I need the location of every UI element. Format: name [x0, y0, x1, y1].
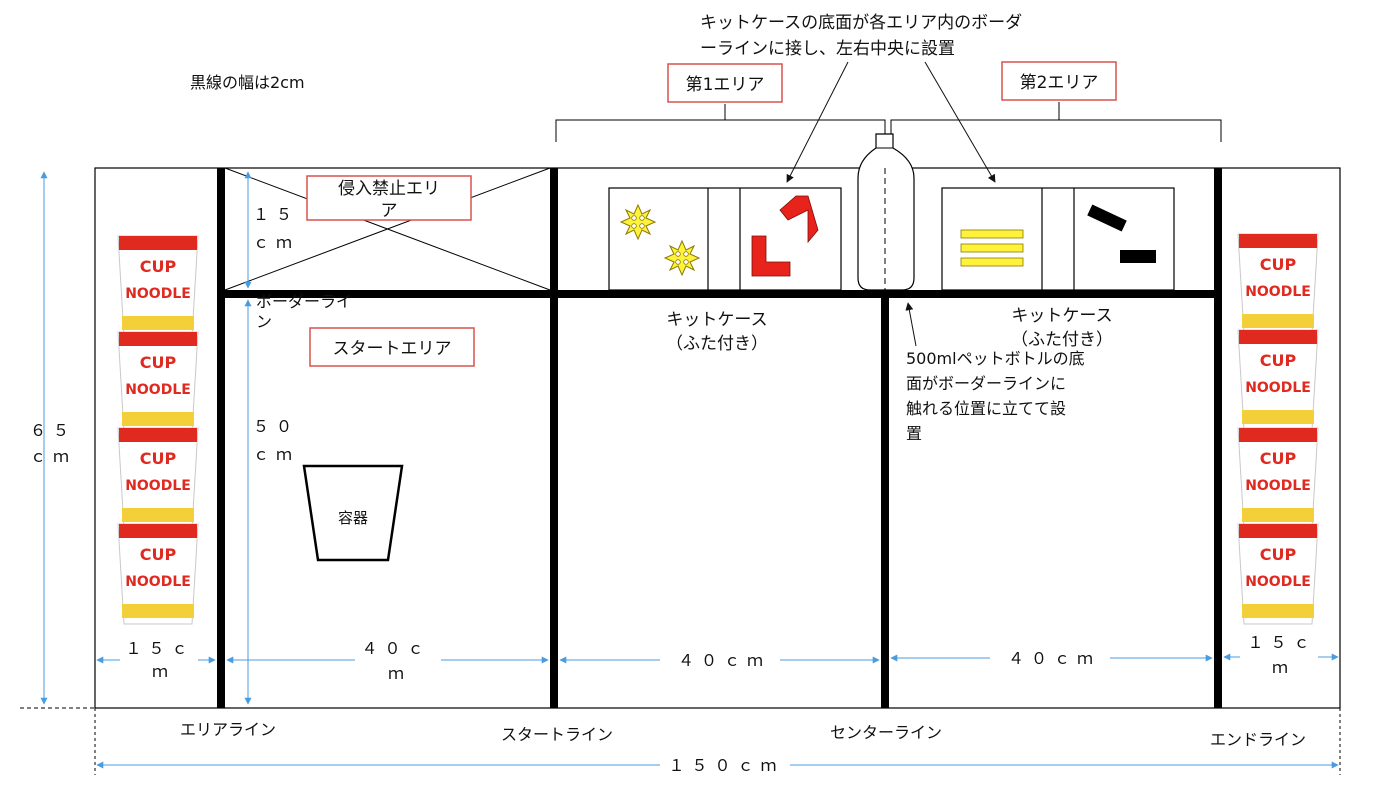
container-label: 容器 — [338, 509, 368, 527]
cup-noodle-right-3 — [1237, 427, 1319, 529]
end-line-label: エンドライン — [1210, 730, 1306, 749]
dimension-40cm-second-bg — [990, 644, 1110, 670]
no-entry-cross-b — [224, 167, 551, 291]
gear-icon — [620, 204, 656, 240]
dimension-40cm-start-bg — [355, 634, 441, 686]
no-entry-area-label-line1: 侵入禁止エリ — [338, 179, 440, 199]
center-line-label: センターライン — [830, 723, 942, 742]
red-l-piece-2 — [779, 195, 819, 244]
no-entry-area-label-line2: ア — [381, 201, 398, 221]
first-area-label-box — [667, 63, 783, 103]
kit-case-2-label-line1: キットケース — [1011, 306, 1112, 326]
dimension-15cm-right-unit: ｍ — [1272, 658, 1288, 677]
bottle-note-line2: 面がボーダーラインに — [906, 374, 1066, 393]
dimension-15cm-top-unit: ｃｍ — [253, 233, 299, 252]
area-line-label: エリアライン — [180, 720, 276, 739]
line-width-note: 黒線の幅は2cm — [190, 73, 305, 92]
second-area-label: 第2エリア — [1020, 73, 1099, 93]
black-bar-1 — [1087, 204, 1127, 232]
yellow-bar-3 — [960, 257, 1024, 267]
second-area-bracket — [890, 119, 1222, 142]
kit-case-1-label-line1: キットケース — [666, 310, 767, 330]
kit-case-note-arrow-2 — [924, 61, 996, 183]
first-area-bracket — [555, 119, 886, 142]
dimension-40cm-start-value: ４０ｃ — [361, 639, 430, 658]
dimension-65cm-value: ６５ — [30, 421, 76, 440]
dimension-40cm-first-bg — [660, 646, 780, 672]
border-line-label-line2: ン — [256, 312, 272, 331]
bottle-note-line1: 500mlペットボトルの底 — [906, 349, 1085, 368]
cup-noodle-left-1 — [117, 235, 199, 337]
cup-noodle-left-3 — [117, 427, 199, 529]
bottle-note-line3: 触れる位置に立てて設 — [906, 399, 1066, 418]
black-bar-2 — [1120, 250, 1156, 263]
yellow-bar-2 — [960, 243, 1024, 253]
dimension-15cm-right-value: １５ｃ — [1247, 633, 1316, 652]
area-line — [217, 168, 225, 708]
dimension-15cm-left-unit: ｍ — [152, 662, 168, 681]
second-area-label-box — [1001, 61, 1117, 101]
bottle-note-line4: 置 — [906, 424, 922, 443]
container-cup — [302, 464, 404, 562]
cup-noodle-right-4 — [1237, 523, 1319, 625]
dimension-40cm-second-value: ４０ｃｍ — [1008, 649, 1100, 668]
start-area-label: スタートエリア — [333, 339, 452, 359]
yellow-bar-1 — [960, 229, 1024, 239]
dimension-15cm-left-bg — [120, 634, 198, 684]
dimension-40cm-start-unit: ｍ — [388, 664, 404, 683]
kit-case-note-line2: ーラインに接し、左右中央に設置 — [700, 39, 955, 59]
dimension-150cm-value: １５０ｃｍ — [668, 756, 783, 775]
dimension-150cm-bg — [660, 752, 790, 778]
dimension-50cm-unit: ｃｍ — [253, 445, 299, 464]
dimension-15cm-top-value: １５ — [253, 205, 299, 224]
dimension-15cm-left-value: １５ｃ — [125, 639, 194, 658]
dimension-65cm-unit: ｃｍ — [30, 447, 76, 466]
cup-noodle-left-4 — [117, 523, 199, 625]
start-area-box — [309, 327, 475, 367]
red-l-piece-1 — [751, 235, 791, 277]
kit-case-1-label-line2: （ふた付き） — [666, 334, 768, 354]
kit-case-note-arrow-1 — [786, 61, 849, 183]
kit-case-2 — [941, 187, 1175, 291]
dimension-50cm-value: ５０ — [253, 417, 299, 436]
pet-bottle — [857, 133, 915, 291]
field-outline — [94, 167, 1341, 709]
first-area-label: 第1エリア — [686, 75, 765, 95]
kit-case-note-line1: キットケースの底面が各エリア内のボーダ — [700, 13, 1022, 33]
gear-icon — [664, 240, 700, 276]
start-line — [550, 168, 558, 708]
cup-noodle-left-2 — [117, 331, 199, 433]
cup-noodle-right-1 — [1237, 233, 1319, 335]
start-line-label: スタートライン — [501, 725, 613, 744]
border-line — [225, 290, 1218, 298]
end-line — [1214, 168, 1222, 708]
no-entry-area-box — [306, 175, 472, 221]
kit-case-2-label-line2: （ふた付き） — [1011, 330, 1113, 350]
border-line-label-line1: ボーダーライ — [256, 292, 352, 311]
center-line — [881, 290, 889, 708]
dimension-40cm-first-value: ４０ｃｍ — [678, 651, 770, 670]
dimension-15cm-right-bg — [1240, 630, 1318, 680]
bottle-note-arrow — [905, 302, 917, 347]
cup-noodle-right-2 — [1237, 329, 1319, 431]
